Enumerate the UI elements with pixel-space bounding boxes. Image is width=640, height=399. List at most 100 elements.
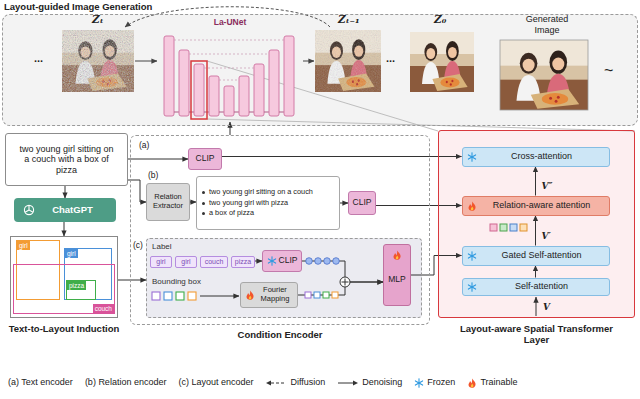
text-holder: Condition Encoder — [131, 329, 429, 341]
flow-arrow — [340, 203, 348, 204]
circle-shape — [333, 258, 340, 265]
circle-shape — [340, 277, 350, 287]
legend-item: Diffusion — [265, 377, 325, 388]
list-row: a box of pizza — [202, 209, 334, 218]
line-shape — [271, 382, 286, 383]
circle-shape — [324, 258, 331, 265]
visual-tokens — [490, 224, 527, 231]
flow-arrow — [65, 186, 66, 198]
legend-item: (b) Relation encoder — [85, 377, 167, 388]
node-label: Fourier Mapping — [256, 286, 294, 303]
llm-box: ChatGPT — [14, 198, 116, 222]
bullet-dot — [202, 202, 205, 205]
label-holder: (c) — [133, 240, 143, 250]
flow-arrow — [535, 266, 536, 278]
rect-shape — [62, 30, 134, 92]
legend-item: Frozen — [414, 377, 455, 388]
line-shape — [249, 112, 254, 113]
process-box: Relation Extractor — [146, 183, 190, 221]
bbox-coords — [152, 292, 196, 300]
use-shape — [62, 30, 134, 92]
line-shape — [268, 259, 275, 263]
path-shape — [469, 378, 476, 387]
rect-shape — [224, 86, 234, 116]
label-holder: Generated Image — [512, 14, 582, 36]
circle-shape — [306, 258, 313, 265]
edge-label-holder: V′ — [542, 225, 551, 243]
rect-shape — [490, 224, 497, 231]
label-holder: Zₜ — [92, 13, 104, 26]
bullet-dot — [202, 191, 205, 194]
svg-shape — [245, 290, 255, 300]
label-tag: girl — [175, 256, 197, 268]
legend-item: Trainable — [467, 377, 517, 388]
svg-shape — [337, 379, 359, 387]
line-shape — [204, 68, 254, 69]
latent-label: Zₜ — [92, 13, 104, 25]
panel-title: Layout-guided Image Generation — [4, 1, 152, 12]
flow-arrow — [118, 280, 146, 281]
g-shape — [468, 251, 475, 259]
denoise-arrow — [135, 61, 157, 62]
layout-encoder: LabelBounding boxgirlgirlcouchpizzaCLIPF… — [146, 238, 422, 318]
svg-shape — [23, 204, 35, 216]
rect-shape — [194, 64, 204, 116]
node-label: pizza — [235, 258, 251, 266]
attention-block: Self-attention — [462, 278, 610, 296]
rect-shape — [179, 50, 189, 116]
rect-shape — [315, 30, 381, 92]
bbox-region: girl — [64, 248, 112, 300]
unet-label: La-UNet — [214, 17, 247, 27]
feature-label: V″ — [542, 181, 553, 191]
prompt-box: two young girl sitting on a couch with a… — [5, 133, 128, 186]
text-holder: Bounding box — [152, 277, 201, 287]
label-holder: ... — [34, 52, 43, 64]
label-holder: Zₜ₋₁ — [338, 13, 360, 26]
legend-item: (a) Text encoder — [8, 377, 73, 388]
bbox-tag: couch — [95, 305, 112, 312]
node-label: Self-attention — [515, 281, 568, 291]
g-shape — [268, 257, 275, 265]
line-shape — [264, 112, 269, 113]
snow-icon — [467, 251, 477, 261]
label-tag: girl — [150, 256, 172, 268]
bullet-dot — [202, 212, 205, 215]
gpt-icon — [23, 204, 35, 216]
legend-text: Frozen — [427, 377, 455, 388]
mlp-box: MLP — [383, 244, 411, 306]
path-shape — [396, 256, 399, 260]
g-shape — [416, 378, 423, 386]
fire-icon — [392, 250, 402, 260]
line-shape — [345, 279, 346, 286]
flow-arrow — [255, 261, 262, 262]
legend-text: Trainable — [480, 377, 517, 388]
circle-shape — [315, 258, 322, 265]
node-label: CLIP — [279, 256, 298, 266]
generated-photo — [500, 40, 588, 110]
canvas-caption: Text-to-Layout Induction — [9, 323, 120, 334]
label-holder: V — [543, 302, 550, 313]
bbox-tag: girl — [19, 242, 28, 249]
svg-shape — [267, 256, 277, 266]
text-holder: Layout-guided Image Generation — [4, 1, 152, 13]
bbox-region: girl — [16, 240, 60, 300]
label-tag: pizza — [231, 256, 255, 268]
path-shape — [266, 380, 271, 385]
node-label: two young girl sitting on a couch with a… — [16, 144, 117, 175]
encoder-region: Condition EncoderCLIPRelation Extractort… — [130, 135, 430, 325]
label-holder: (a) — [139, 140, 149, 150]
legend-text: Denoising — [362, 377, 402, 388]
part-letter: (c) — [133, 240, 143, 250]
svg-shape — [467, 282, 477, 292]
part-letter: (b) — [148, 170, 158, 180]
path-shape — [394, 251, 401, 260]
line-shape — [468, 253, 475, 257]
clip-encoder: CLIP — [188, 148, 222, 170]
line-shape — [174, 40, 284, 41]
text-embeddings — [306, 258, 340, 265]
text-holder: Layout-aware Spatial Transformer Layer — [459, 323, 614, 345]
ellipsis: ... — [34, 52, 43, 64]
line-shape — [416, 380, 423, 384]
bbox-tag: girl — [67, 250, 76, 257]
rect-shape — [209, 76, 219, 116]
